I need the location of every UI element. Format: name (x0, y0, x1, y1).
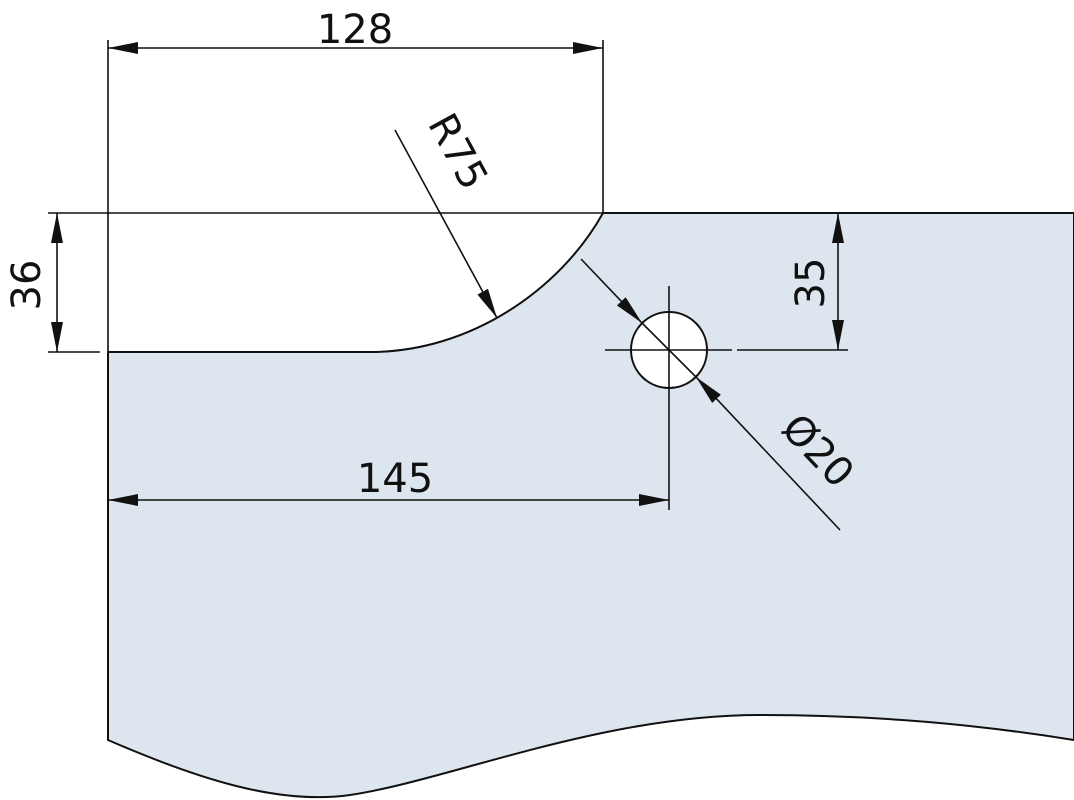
part-body (107, 212, 1074, 799)
diameter-leader-lower (695, 376, 841, 531)
diameter-leader-line (641, 322, 697, 378)
dimension-label-145: 145 (357, 456, 433, 502)
dimension-label-36: 36 (4, 260, 50, 311)
diameter-leader-upper (580, 258, 643, 324)
radius-leader (394, 129, 498, 319)
radius-label: R75 (418, 106, 496, 197)
dimension-label-128: 128 (317, 7, 393, 53)
dimension-label-35: 35 (788, 258, 834, 309)
